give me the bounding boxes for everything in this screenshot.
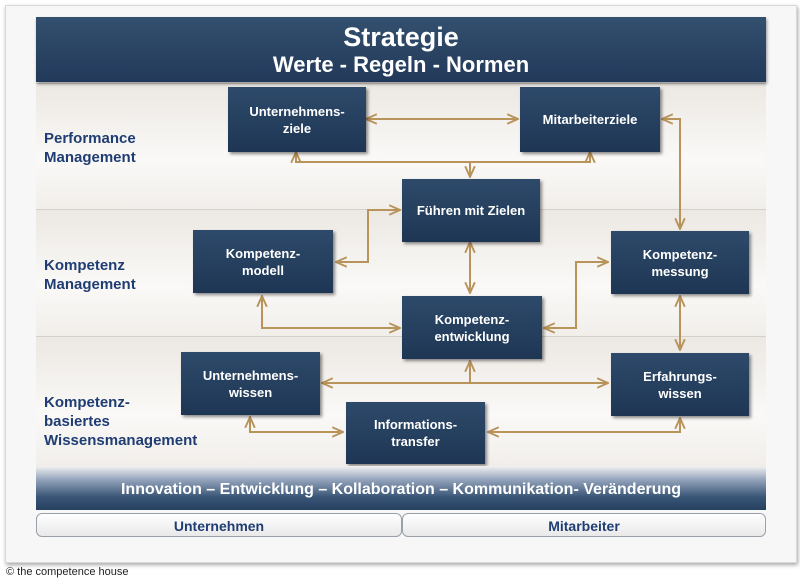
box-unternehmenswissen-label: Unternehmens- wissen: [202, 367, 299, 400]
box-kompetenzentwicklung[interactable]: Kompetenz- entwicklung: [402, 296, 542, 359]
box-kompetenzmessung[interactable]: Kompetenz- messung: [611, 231, 749, 294]
box-unternehmensziele-label: Unternehmens- ziele: [249, 103, 345, 136]
arrow-wissen-transfer: [250, 417, 343, 432]
header-title: Strategie: [343, 22, 459, 52]
box-mitarbeiterziele[interactable]: Mitarbeiterziele: [520, 87, 660, 152]
box-kompetenzmodell-label: Kompetenz- modell: [225, 245, 301, 278]
box-mitarbeiterziele-label: Mitarbeiterziele: [542, 112, 638, 127]
band-label-wissen: Kompetenz- basiertes Wissensmanagement: [44, 394, 198, 449]
box-erfahrungswissen-label: Erfahrungs- wissen: [643, 368, 717, 401]
box-kompetenzmodell[interactable]: Kompetenz- modell: [193, 230, 333, 293]
tab-mitarbeiter[interactable]: Mitarbeiter: [402, 513, 766, 537]
box-fuehren-label: Führen mit Zielen: [416, 203, 526, 218]
copyright-footer: © the competence house: [6, 566, 129, 578]
header-subtitle: Werte - Regeln - Normen: [272, 52, 530, 77]
band-label-kompetenz: Kompetenz Management: [44, 257, 136, 293]
box-kompetenzmessung-label: Kompetenz- messung: [642, 246, 718, 279]
box-unternehmensziele[interactable]: Unternehmens- ziele: [228, 87, 366, 152]
box-informationstransfer[interactable]: Informations- transfer: [346, 402, 485, 464]
arrow-modell-fuehren: [336, 210, 400, 262]
arrow-ziele-junction: [296, 152, 590, 163]
arrow-modell-entwicklung: [262, 296, 400, 328]
box-erfahrungswissen[interactable]: Erfahrungs- wissen: [611, 353, 749, 416]
arrow-mitarbeiter-messung: [662, 119, 680, 229]
box-informationstransfer-label: Informations- transfer: [373, 417, 458, 449]
box-unternehmenswissen[interactable]: Unternehmens- wissen: [181, 352, 320, 415]
box-fuehren-mit-zielen[interactable]: Führen mit Zielen: [402, 179, 540, 242]
arrow-transfer-erfahrung: [488, 418, 680, 432]
box-kompetenzentwicklung-label: Kompetenz- entwicklung: [434, 311, 510, 344]
strategy-header: Strategie Werte - Regeln - Normen: [36, 17, 766, 82]
values-bar: Innovation – Entwicklung – Kollaboration…: [36, 466, 766, 510]
band-label-performance: Performance Management: [44, 130, 136, 166]
tab-unternehmen[interactable]: Unternehmen: [36, 513, 402, 537]
arrow-entwicklung-messung: [544, 262, 608, 328]
